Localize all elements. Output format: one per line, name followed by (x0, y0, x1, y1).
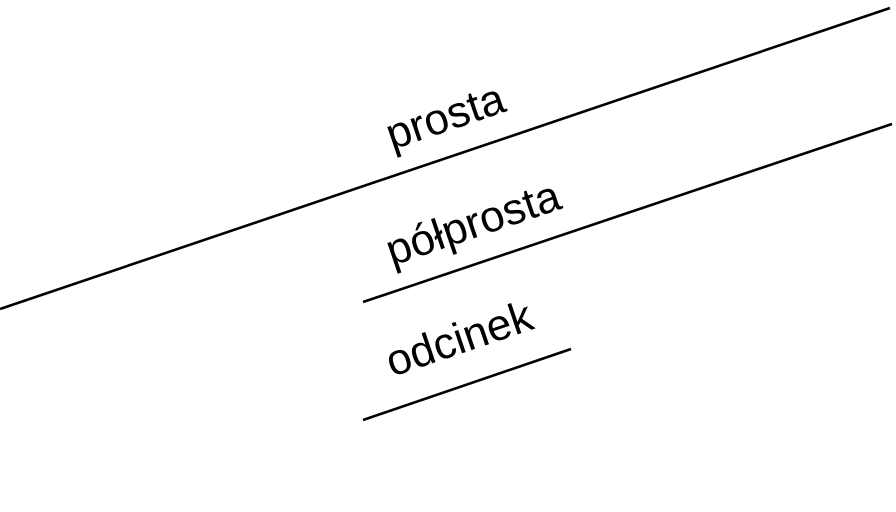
ray-polprosta (362, 122, 893, 304)
label-polprosta: półprosta (379, 171, 567, 276)
label-odcinek: odcinek (379, 291, 539, 386)
line-prosta (0, 6, 891, 311)
segment-odcinek (362, 347, 572, 422)
label-prosta: prosta (379, 74, 511, 160)
